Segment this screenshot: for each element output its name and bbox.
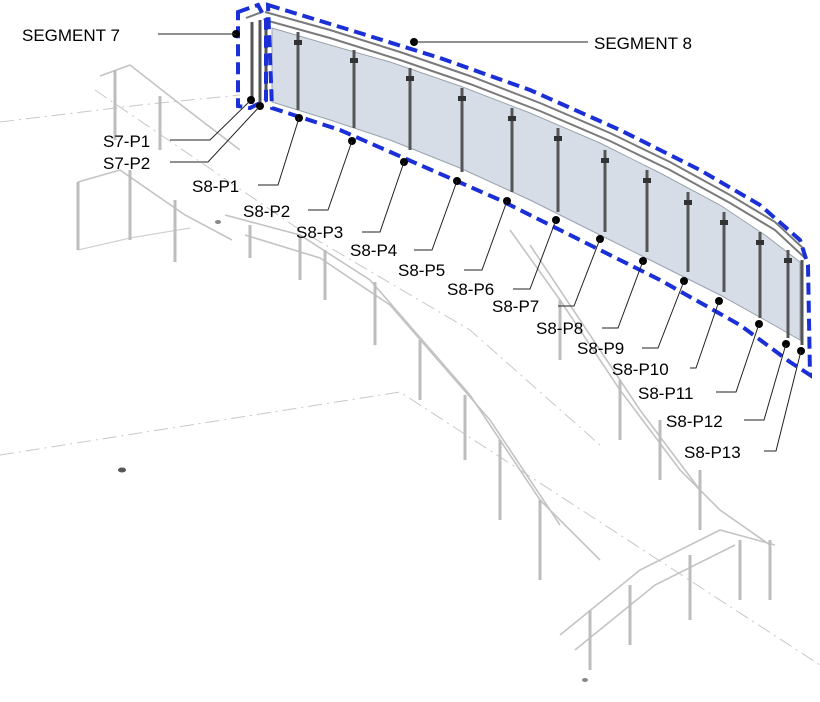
glass-panel xyxy=(271,27,801,341)
s8-p12-label: S8-P12 xyxy=(666,412,723,431)
segment-8-label: SEGMENT 8 xyxy=(594,34,692,53)
s8-p13-label: S8-P13 xyxy=(684,443,741,462)
s8-p5-label: S8-P5 xyxy=(398,261,445,280)
segment-7-label: SEGMENT 7 xyxy=(22,26,120,45)
segment-7-outline xyxy=(236,2,268,111)
s8-p8-label: S8-P8 xyxy=(536,319,583,338)
segment-7-railing xyxy=(245,11,268,104)
s8-p1-label: S8-P1 xyxy=(192,177,239,196)
s8-p9-label: S8-P9 xyxy=(577,339,624,358)
s8-p6-label: S8-P6 xyxy=(447,280,494,299)
s7-p1-label: S7-P1 xyxy=(103,132,150,151)
s8-p2-label: S8-P2 xyxy=(243,202,290,221)
s8-p10-label: S8-P10 xyxy=(612,360,669,379)
segment-8-railing xyxy=(264,11,806,345)
s8-p7-label: S8-P7 xyxy=(492,297,539,316)
s8-p3-label: S8-P3 xyxy=(296,223,343,242)
s7-p2-label: S7-P2 xyxy=(103,154,150,173)
background-stair-drawing xyxy=(0,64,820,682)
callouts: SEGMENT 7 SEGMENT 8 S7-P1 S7-P2 S8-P1 S8… xyxy=(22,26,805,462)
s8-p11-label: S8-P11 xyxy=(638,384,693,403)
segment-8-outline xyxy=(265,2,813,379)
s8-p4-label: S8-P4 xyxy=(350,241,397,260)
